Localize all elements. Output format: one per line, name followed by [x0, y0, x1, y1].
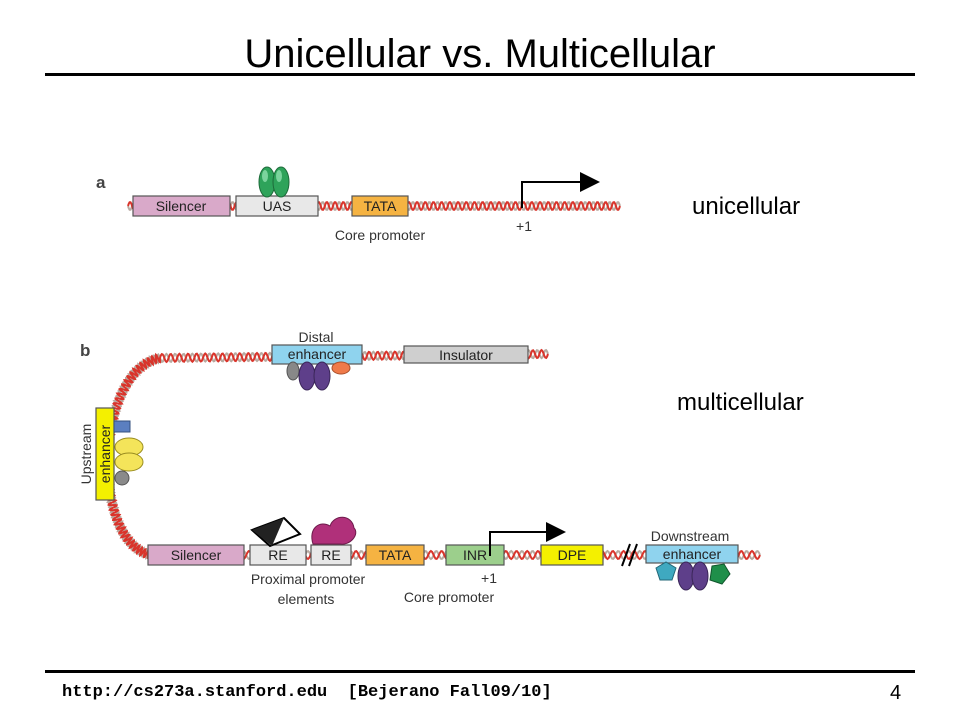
- dna-break-mark-2: [628, 543, 638, 567]
- proximal-label-line2: elements: [278, 591, 335, 607]
- upstream-enhancer-box: [95, 407, 115, 501]
- silencer-box-a: [132, 195, 231, 217]
- multicellular-label: multicellular: [677, 389, 804, 416]
- inr-label: INR: [463, 547, 487, 563]
- tss-arrow-a: [521, 172, 600, 208]
- tata-label-a: TATA: [364, 198, 397, 214]
- purple-protein-distal-1: [298, 361, 316, 391]
- distal-label-line2: enhancer: [288, 346, 347, 362]
- core-promoter-label-a: Core promoter: [335, 227, 426, 243]
- graphic: [252, 518, 284, 546]
- tata-label-b: TATA: [379, 547, 412, 563]
- green-protein-downstream: [709, 563, 731, 585]
- tata-box-b: [365, 544, 425, 566]
- distal-label-line1: Distal: [298, 329, 333, 345]
- orange-protein-distal: [331, 361, 351, 375]
- downstream-enhancer-box: [645, 544, 739, 564]
- core-promoter-label-b: Core promoter: [404, 589, 495, 605]
- distal-enhancer-box: [271, 344, 363, 365]
- dna-break-mark-1: [621, 543, 631, 567]
- re-label-2: RE: [321, 547, 340, 563]
- re-box-2: [310, 544, 352, 566]
- highlight: [262, 170, 268, 182]
- slide-title: Unicellular vs. Multicellular: [244, 32, 716, 76]
- insulator-box: [403, 345, 529, 364]
- page-number: 4: [890, 682, 902, 704]
- downstream-label-line2: enhancer: [663, 546, 722, 562]
- panel-b: b Distal enhancer Insulator Upstream enh…: [78, 329, 761, 607]
- proximal-label-line1: Proximal promoter: [251, 571, 366, 587]
- dpe-box: [540, 544, 604, 566]
- panel-a-letter: a: [96, 173, 106, 192]
- panel-a: a Silencer UAS TATA Core promoter +1: [96, 166, 621, 243]
- dpe-label: DPE: [558, 547, 587, 563]
- yellow-protein-upstream-2: [114, 452, 144, 472]
- silencer-label-a: Silencer: [156, 198, 207, 214]
- insulator-label: Insulator: [439, 347, 493, 363]
- uas-label: UAS: [263, 198, 292, 214]
- tss-label-b: +1: [481, 570, 497, 586]
- upstream-label-line1: Upstream: [78, 424, 94, 485]
- footer-url: http://cs273a.stanford.edu [Bejerano Fal…: [62, 683, 552, 702]
- title-rule: [45, 73, 915, 76]
- highlight: [276, 170, 282, 182]
- grey-protein-distal: [286, 361, 300, 381]
- tss-label-a: +1: [516, 218, 532, 234]
- grey-protein-upstream: [114, 470, 130, 486]
- re-box-1: [249, 544, 307, 566]
- purple-protein-downstream-2: [691, 561, 709, 591]
- purple-protein-distal-2: [313, 361, 331, 391]
- tss-arrow-b: [489, 522, 566, 556]
- cyan-protein-downstream: [655, 561, 677, 581]
- downstream-label-line1: Downstream: [651, 528, 730, 544]
- re-label-1: RE: [268, 547, 287, 563]
- uas-box: [235, 195, 319, 217]
- magenta-protein: [311, 516, 357, 545]
- silencer-label-b: Silencer: [171, 547, 222, 563]
- footer-rule: [45, 670, 915, 673]
- silencer-box-b: [147, 544, 245, 566]
- tata-box-a: [351, 195, 409, 217]
- unicellular-label: unicellular: [692, 193, 801, 220]
- blue-protein-upstream: [113, 420, 131, 433]
- upstream-label-line2: enhancer: [97, 424, 113, 483]
- activator-protein-right: [272, 166, 290, 198]
- panel-b-letter: b: [80, 341, 90, 360]
